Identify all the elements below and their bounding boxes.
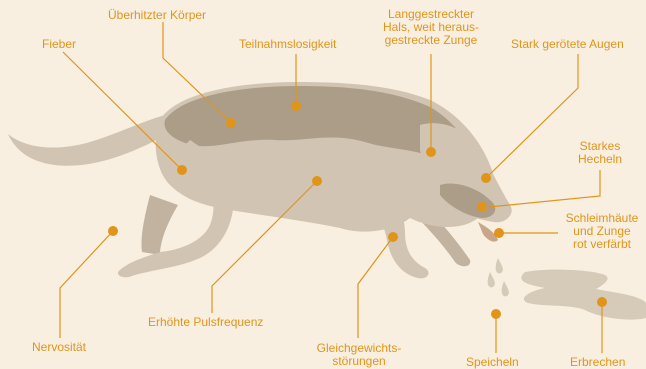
- marker-dot: [388, 232, 398, 242]
- marker-dot: [226, 118, 236, 128]
- label-fieber: Fieber: [42, 38, 76, 51]
- label-gleichgewicht: Gleichgewichts- störungen: [300, 342, 418, 368]
- label-pulsfrequenz: Erhöhte Pulsfrequenz: [148, 316, 263, 329]
- marker-dot: [177, 165, 187, 175]
- marker-dot: [481, 173, 491, 183]
- label-teilnahmslosigkeit: Teilnahmslosigkeit: [239, 38, 336, 51]
- saliva-drop: [488, 272, 495, 287]
- label-langgestreckter-hals: Langgestreckter Hals, weit heraus- gestr…: [370, 8, 492, 47]
- marker-dot: [494, 228, 504, 238]
- label-erbrechen: Erbrechen: [570, 356, 625, 369]
- leader-augen: [486, 54, 578, 178]
- marker-dot: [426, 147, 436, 157]
- saliva-drop: [496, 258, 503, 273]
- label-line: Hecheln: [566, 153, 634, 166]
- leader-gleich: [358, 237, 393, 338]
- label-line: gestreckte Zunge: [370, 34, 492, 47]
- label-schleimhaeute: Schleimhäute und Zunge rot verfärbt: [558, 212, 646, 251]
- marker-dot: [291, 101, 301, 111]
- dog-tail: [8, 115, 175, 166]
- label-line: störungen: [300, 355, 418, 368]
- label-line: rot verfärbt: [558, 238, 646, 251]
- marker-dot: [491, 309, 501, 319]
- label-nervositaet: Nervosität: [32, 341, 86, 354]
- marker-dot: [597, 297, 607, 307]
- label-starkes-hecheln: Starkes Hecheln: [566, 140, 634, 166]
- label-speicheln: Speicheln: [466, 356, 519, 369]
- marker-dot: [108, 226, 118, 236]
- vomit-puddle: [521, 270, 646, 320]
- label-gerotete-augen: Stark gerötete Augen: [511, 38, 624, 51]
- saliva-drop: [502, 281, 509, 296]
- dog-far-hind-leg: [142, 195, 178, 255]
- marker-dot: [477, 202, 487, 212]
- marker-dot: [312, 176, 322, 186]
- leader-nervo: [60, 231, 113, 338]
- label-ueberhitzter-koerper: Überhitzter Körper: [108, 9, 206, 22]
